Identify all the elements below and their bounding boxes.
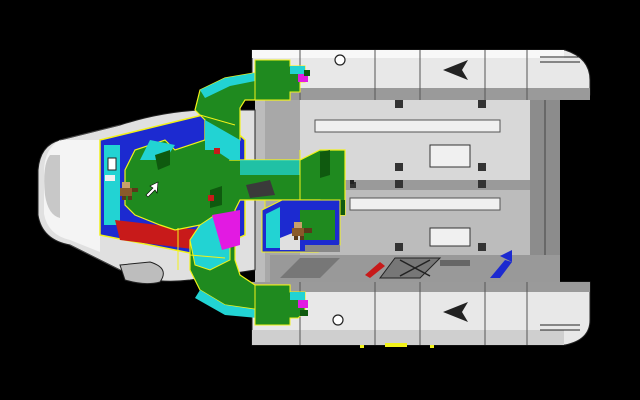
hatch-icon[interactable]: [334, 54, 346, 66]
top-connector[interactable]: [254, 59, 310, 101]
door-icon[interactable]: [107, 157, 117, 171]
thruster-icon: [443, 302, 468, 322]
central-corridor[interactable]: [124, 71, 346, 318]
thruster-icon: [443, 60, 468, 80]
hatch-icon[interactable]: [332, 314, 344, 326]
top-hull-pod: [251, 49, 591, 101]
hull-details: [208, 148, 354, 201]
crew-sprite-icon[interactable]: [120, 182, 138, 200]
bottom-connector[interactable]: [254, 284, 308, 326]
arrow-cursor-icon: [145, 181, 159, 198]
bottom-hull-pod: [251, 281, 591, 348]
crew-sprite-icon[interactable]: [292, 222, 312, 240]
console-icon[interactable]: [429, 144, 471, 168]
console-icon[interactable]: [429, 227, 471, 247]
